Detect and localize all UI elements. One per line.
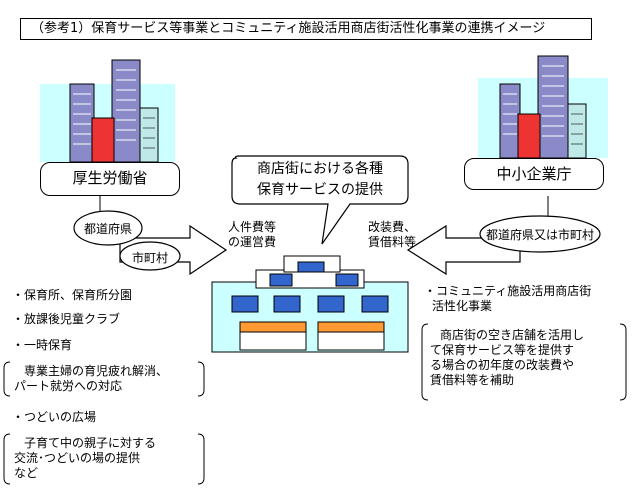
prefecture-ellipse — [73, 210, 143, 246]
right-funding-line-2: 賃借料等 — [368, 235, 417, 249]
right-funding-note: 改装費、 賃借料等 — [368, 220, 416, 250]
right-list-heading-line-1: ・コミュニティ施設活用商店街 — [424, 284, 592, 298]
right-ministry-box: 中小企業庁 — [464, 158, 604, 190]
left-list-item-temporary-care: ・一時保育 — [12, 338, 73, 352]
left-ministry-building-icon — [40, 59, 175, 163]
prefecture-or-municipality-ellipse — [479, 215, 601, 253]
right-list-heading-line-2: 活性化事業 — [432, 299, 493, 313]
left-funding-line-2: の運営費 — [228, 235, 277, 249]
page-title: （参考1）保育サービス等事業とコミュニティ施設活用商店街活性化事業の連携イメージ — [20, 18, 592, 40]
right-ministry-label: 中小企業庁 — [496, 165, 572, 183]
left-funding-line-1: 人件費等 — [228, 220, 277, 234]
right-ministry-building-icon — [478, 55, 608, 159]
temporary-care-detail-line-1: 専業主婦の育児疲れ解消、 — [24, 364, 169, 378]
right-list-detail-line-2: て保育サービス等を提供す — [430, 343, 575, 357]
left-ministry-box: 厚生労働省 — [40, 162, 180, 196]
speech-bubble-text: 商店街における各種 保育サービスの提供 — [240, 159, 400, 201]
gathering-place-detail-line-1: 子育て中の親子に対する — [24, 436, 157, 450]
prefecture-label: 都道府県 — [83, 222, 132, 236]
left-list-item-afterschool: ・放課後児童クラブ — [12, 312, 121, 326]
municipality-label: 市町村 — [131, 251, 168, 265]
gathering-place-detail-line-3: など — [14, 466, 39, 480]
right-list-heading: ・コミュニティ施設活用商店街 活性化事業 — [424, 284, 591, 314]
speech-bubble — [231, 155, 409, 245]
prefecture-or-municipality-label: 都道府県又は市町村 — [485, 228, 594, 242]
left-list-item-gathering-place: ・つどいの広場 — [12, 410, 97, 424]
left-list-item-daycare: ・保育所、保育所分園 — [12, 288, 133, 302]
speech-bubble-line-1: 商店街における各種 — [257, 161, 383, 177]
left-list-item-gathering-place-detail: 子育て中の親子に対する 交流･つどいの場の提供 など — [14, 436, 156, 481]
municipality-ellipse — [119, 241, 181, 271]
left-list-brackets — [3, 361, 205, 485]
right-list-detail-line-1: 商店街の空き店舗を活用し — [440, 328, 585, 342]
right-list-brackets — [421, 323, 627, 401]
temporary-care-detail-line-2: パート就労への対応 — [14, 379, 123, 393]
right-funding-line-1: 改装費、 — [368, 220, 417, 234]
right-list-detail-line-3: る場合の初年度の改装費や — [430, 358, 575, 372]
left-ministry-label: 厚生労働省 — [72, 169, 148, 187]
left-list-item-temporary-care-detail: 専業主婦の育児疲れ解消、 パート就労への対応 — [14, 364, 168, 394]
speech-bubble-line-2: 保育サービスの提供 — [257, 182, 383, 198]
gathering-place-detail-line-2: 交流･つどいの場の提供 — [14, 451, 141, 465]
left-funding-note: 人件費等 の運営費 — [228, 220, 276, 250]
shopping-facility-icon — [211, 255, 409, 353]
right-list-detail-line-4: 賃借料等を補助 — [430, 373, 515, 387]
right-list-detail: 商店街の空き店舗を活用し て保育サービス等を提供す る場合の初年度の改装費や 賃… — [430, 328, 584, 388]
